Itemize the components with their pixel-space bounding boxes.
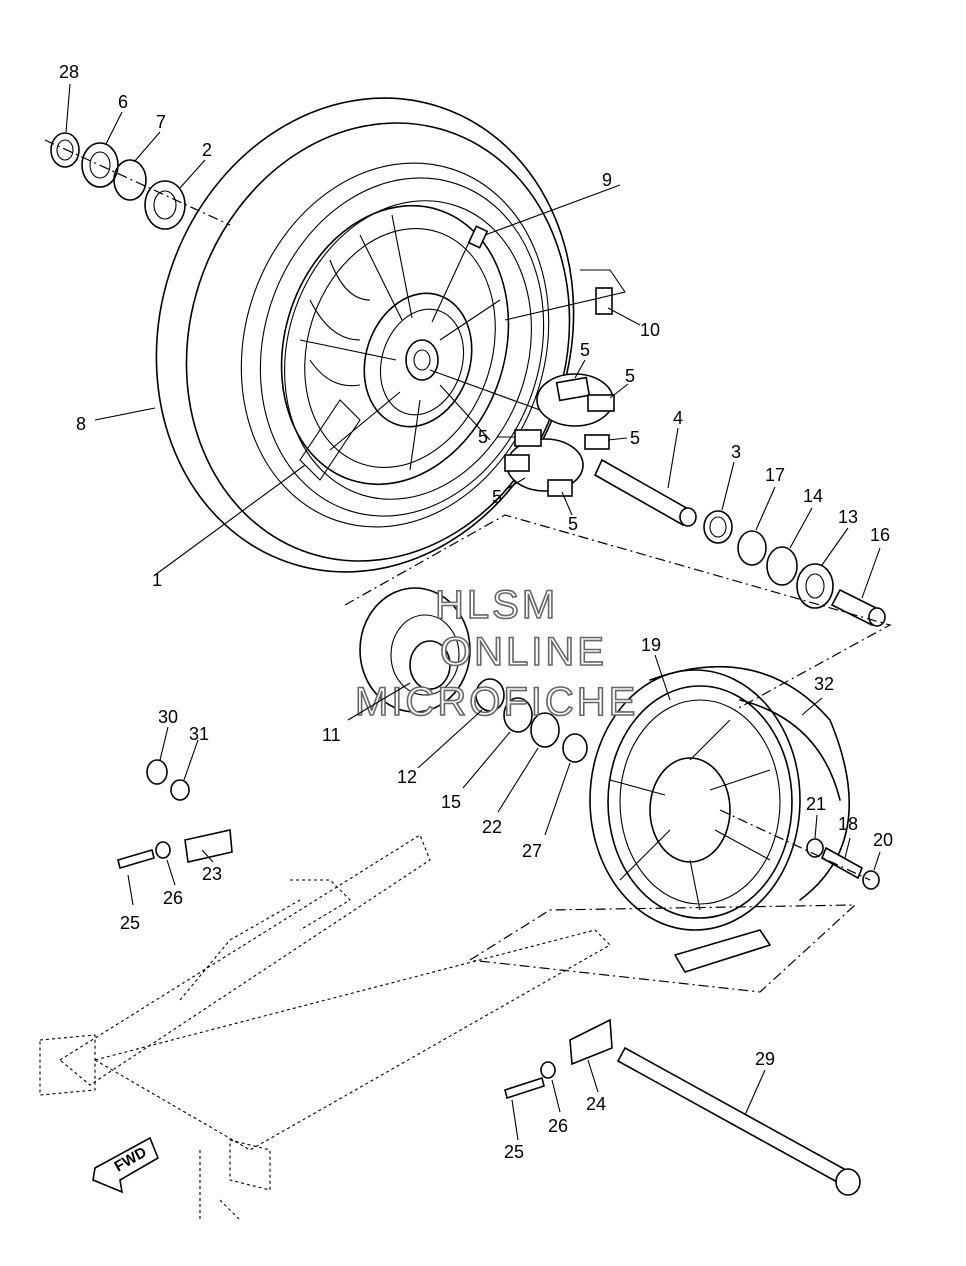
- damper-assembly: [504, 373, 615, 497]
- watermark: HLSM ONLINE MICROFICHE: [354, 582, 638, 725]
- callout-27: 27: [522, 841, 542, 861]
- axle-collar-stack: [593, 458, 886, 627]
- swingarm: [39, 834, 611, 1221]
- valve-stem: [467, 225, 489, 249]
- callout-23: 23: [202, 864, 222, 884]
- balance-weight: [504, 269, 626, 321]
- callout-19: 19: [641, 635, 661, 655]
- callout-3: 3: [731, 442, 741, 462]
- callout-25b: 25: [504, 1142, 524, 1162]
- callout-12: 12: [397, 767, 417, 787]
- callout-8: 8: [76, 414, 86, 434]
- callout-5b: 5: [625, 366, 635, 386]
- callout-4: 4: [673, 408, 683, 428]
- rear-tire: [155, 97, 575, 573]
- pulley-bolt-set: [719, 809, 880, 890]
- cast-wheel: [280, 204, 510, 486]
- callout-7: 7: [156, 112, 166, 132]
- callout-13: 13: [838, 507, 858, 527]
- callout-21: 21: [806, 794, 826, 814]
- callout-32: 32: [814, 674, 834, 694]
- callout-16: 16: [870, 525, 890, 545]
- callout-18: 18: [838, 814, 858, 834]
- watermark-line2: ONLINE: [440, 630, 607, 674]
- watermark-line3: MICROFICHE: [355, 680, 638, 724]
- callout-26b: 26: [548, 1116, 568, 1136]
- callout-30: 30: [158, 707, 178, 727]
- callout-22: 22: [482, 817, 502, 837]
- rear-axle: [616, 1046, 861, 1196]
- belt-pulley: [589, 669, 801, 931]
- callout-17: 17: [765, 465, 785, 485]
- callout-11: 11: [322, 725, 341, 745]
- callout-5a: 5: [580, 340, 590, 360]
- callout-26a: 26: [163, 888, 183, 908]
- callout-15: 15: [441, 792, 461, 812]
- callout-9: 9: [602, 170, 612, 190]
- callout-6: 6: [118, 92, 128, 112]
- callout-5f: 5: [568, 514, 578, 534]
- callout-labels: 1 2 3 4 5 5 5 5 5 5 6 7 8 9 10 11 12 13 …: [59, 62, 893, 1162]
- callout-29: 29: [755, 1049, 775, 1069]
- callout-2: 2: [202, 140, 212, 160]
- fwd-direction-badge: FWD: [92, 1136, 159, 1194]
- callout-5e: 5: [492, 487, 502, 507]
- bearing-stack-left: [44, 132, 231, 230]
- callout-1: 1: [152, 570, 162, 590]
- callout-24: 24: [586, 1094, 606, 1114]
- callout-20: 20: [873, 830, 893, 850]
- callout-28: 28: [59, 62, 79, 82]
- callout-31: 31: [189, 724, 209, 744]
- callout-14: 14: [803, 486, 823, 506]
- chain-adjuster-right: [504, 1018, 613, 1100]
- watermark-line1: HLSM: [435, 583, 558, 627]
- leader-lines: [65, 83, 881, 1141]
- chain-adjuster-left: [117, 759, 233, 870]
- callout-25a: 25: [120, 913, 140, 933]
- callout-10: 10: [640, 320, 660, 340]
- driven-flange: [359, 587, 588, 763]
- callout-5d: 5: [630, 428, 640, 448]
- callout-5c: 5: [478, 427, 488, 447]
